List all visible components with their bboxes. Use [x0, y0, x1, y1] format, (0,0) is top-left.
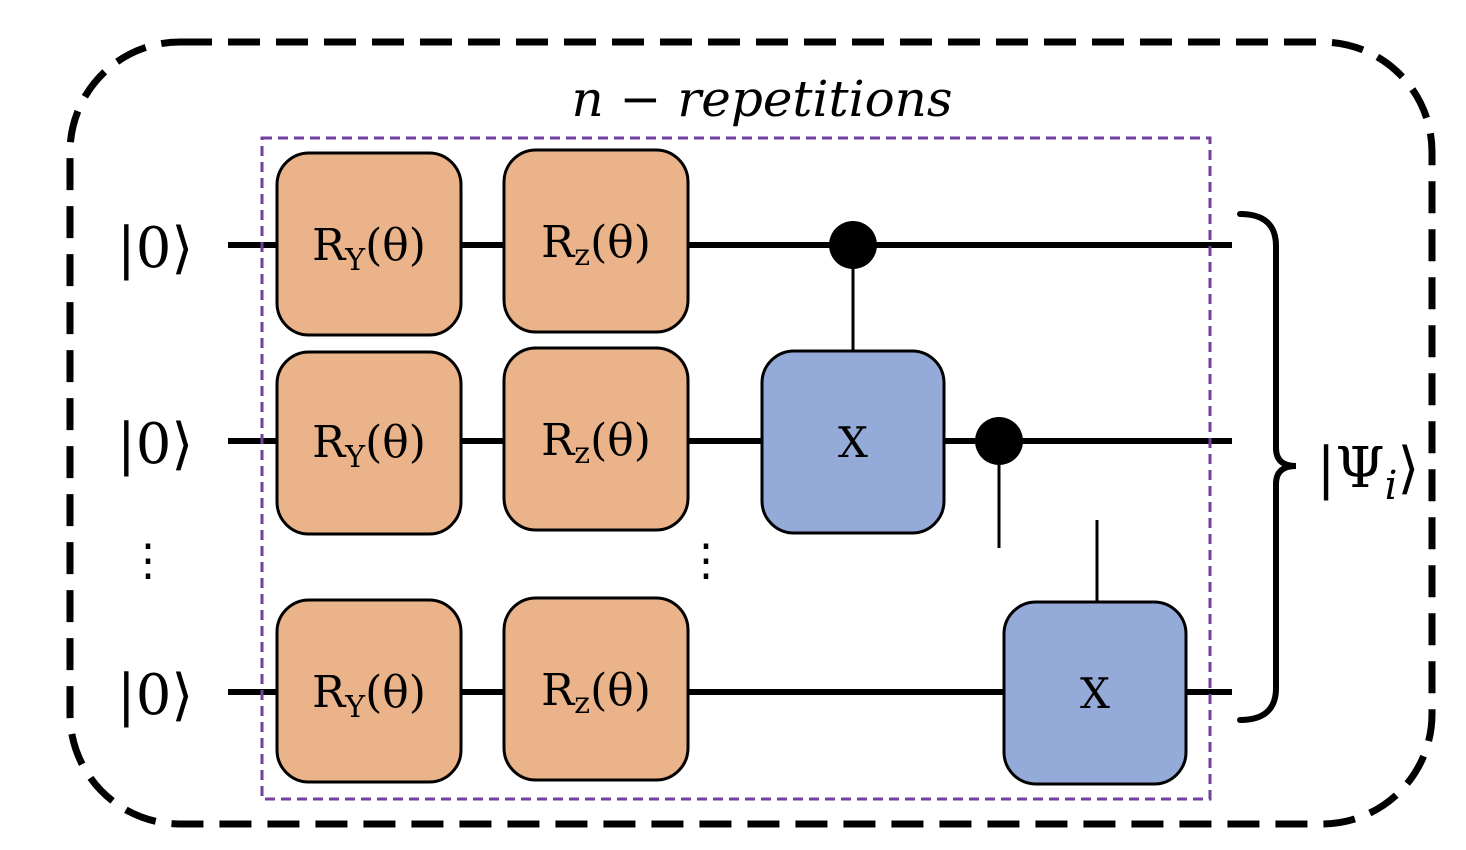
- qubit-input-n: |0⟩: [117, 663, 193, 728]
- output-state: |Ψi⟩: [1317, 436, 1420, 509]
- gate-arg: (θ): [365, 417, 426, 468]
- svg-text:Rz(θ): Rz(θ): [541, 665, 651, 721]
- gate-arg: (θ): [590, 415, 651, 466]
- control-dot-1: [829, 221, 877, 269]
- gate-sub: z: [574, 238, 590, 273]
- gate-sub: z: [574, 436, 590, 471]
- control-dot-2: [975, 417, 1023, 465]
- gate-base: R: [312, 220, 347, 271]
- gate-base: R: [541, 217, 576, 268]
- rz-gate-2: Rz(θ): [502, 346, 690, 532]
- repetitions-title: n − repetitions: [571, 70, 952, 128]
- rz-gate-1: Rz(θ): [502, 148, 690, 334]
- output-close: ⟩: [1397, 436, 1419, 501]
- x-gate-1: X: [760, 349, 946, 535]
- gate-sub: Y: [344, 243, 366, 278]
- svg-text:Rz(θ): Rz(θ): [541, 415, 651, 471]
- x-gate-label: X: [838, 418, 868, 467]
- svg-text:RY(θ): RY(θ): [312, 417, 426, 475]
- outer-frame: [66, 38, 1436, 828]
- gate-base: R: [312, 417, 347, 468]
- output-bar: |: [1317, 436, 1336, 501]
- gate-sub: Y: [344, 440, 366, 475]
- x-gate-2: X: [1002, 600, 1188, 786]
- qubit-input-2: |0⟩: [117, 412, 193, 477]
- rz-gate-n: Rz(θ): [502, 596, 690, 782]
- ry-gate-1: RY(θ): [275, 151, 463, 337]
- repetition-box: [260, 136, 1212, 801]
- qubit-input-1: |0⟩: [117, 216, 193, 281]
- gate-arg: (θ): [590, 665, 651, 716]
- gate-arg: (θ): [365, 220, 426, 271]
- gate-sub: Y: [344, 690, 366, 725]
- gate-sub: z: [574, 686, 590, 721]
- gate-arg: (θ): [590, 217, 651, 268]
- qubit-ellipsis-middle: ⋮: [684, 535, 728, 586]
- ry-gate-n: RY(θ): [275, 598, 463, 784]
- output-sub: i: [1385, 463, 1398, 509]
- svg-text:Rz(θ): Rz(θ): [541, 217, 651, 273]
- output-symbol: Ψ: [1336, 436, 1385, 501]
- svg-text:RY(θ): RY(θ): [312, 220, 426, 278]
- qubit-ellipsis-left: ⋮: [126, 535, 170, 586]
- gate-arg: (θ): [365, 667, 426, 718]
- x-gate-label: X: [1080, 669, 1110, 718]
- gate-base: R: [312, 667, 347, 718]
- gate-base: R: [541, 415, 576, 466]
- svg-text:RY(θ): RY(θ): [312, 667, 426, 725]
- gate-base: R: [541, 665, 576, 716]
- ry-gate-2: RY(θ): [275, 350, 463, 536]
- output-bracket: [1237, 211, 1297, 723]
